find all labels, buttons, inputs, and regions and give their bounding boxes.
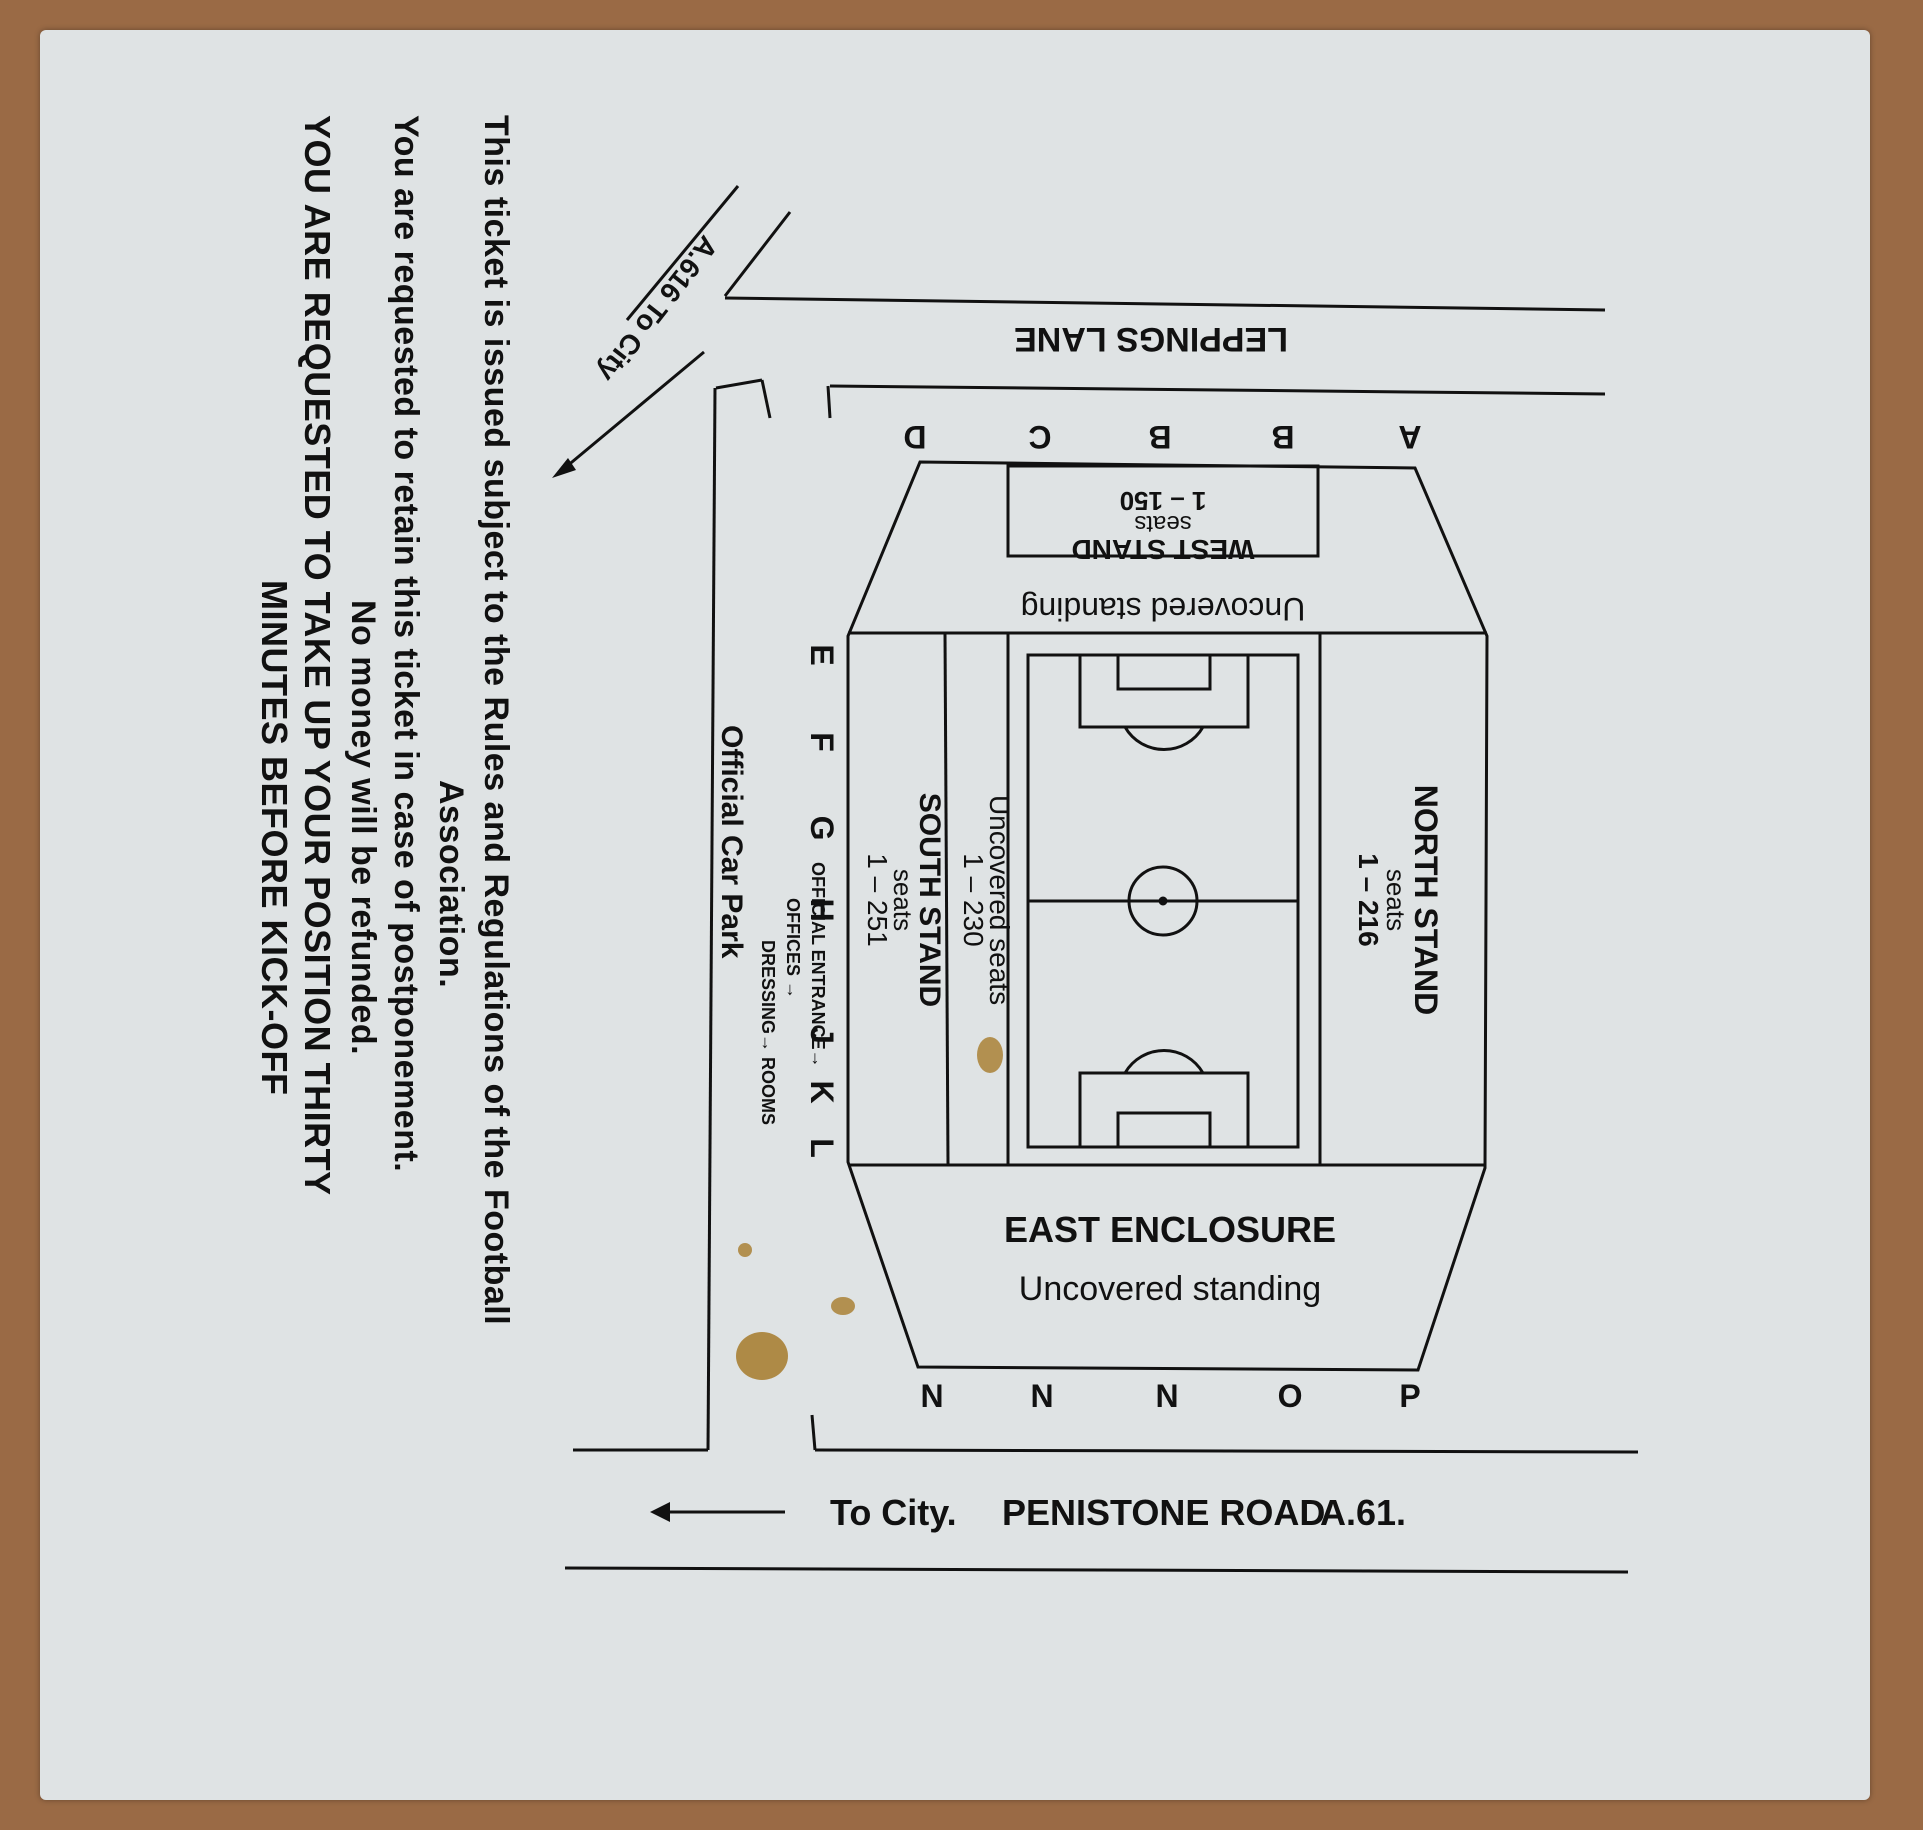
gate-letter-east: N xyxy=(1155,1378,1178,1414)
south-stand-name: SOUTH STAND xyxy=(913,793,946,1007)
gate-letter-east: O xyxy=(1278,1378,1303,1414)
north-stand-seat-range: 1 – 216 xyxy=(1353,853,1384,946)
south-uncovered-name: Uncovered seats xyxy=(984,795,1015,1005)
gate-letter-east: N xyxy=(1030,1378,1053,1414)
a616-arrow-head xyxy=(552,458,576,478)
access-road-edge xyxy=(810,1414,817,1451)
leppings-lane-road-edge xyxy=(724,296,1606,312)
dressing-rooms-label: DRESSING→ ROOMS xyxy=(758,940,778,1125)
stain xyxy=(831,1297,855,1315)
leppings-lane-road-edge xyxy=(829,384,1606,396)
a616-road-edge xyxy=(723,211,792,297)
a61-label: A.61. xyxy=(1320,1492,1406,1533)
west-stand-name: WEST STAND xyxy=(1071,534,1254,565)
centre-spot xyxy=(1158,896,1168,906)
gate-letter-south: H xyxy=(804,898,840,921)
penistone-arrow-head xyxy=(650,1502,670,1522)
gate-letter-south: K xyxy=(804,1080,840,1103)
gate-letter-south: F xyxy=(804,732,840,752)
penistone-road-label: PENISTONE ROAD xyxy=(1002,1492,1325,1533)
conditions-line-6: MINUTES BEFORE KICK-OFF xyxy=(254,580,295,1095)
penalty-arc xyxy=(1123,726,1205,751)
a616-label: A.616 To City xyxy=(591,230,724,388)
centre-circle xyxy=(1127,865,1199,937)
conditions-line-1: This ticket is issued subject to the Rul… xyxy=(477,115,515,1325)
leppings-lane-label: LEPPINGS LANE xyxy=(1014,320,1288,358)
stain xyxy=(736,1332,788,1380)
gate-letter-east: P xyxy=(1399,1378,1420,1414)
car-park-label: Official Car Park xyxy=(715,725,748,959)
a616-arrow xyxy=(559,350,705,474)
official-entrance-label: OFFICIAL ENTRANCE→ xyxy=(808,862,828,1068)
gate-letter-west: C xyxy=(1028,419,1051,455)
stadium-outline xyxy=(846,460,1489,1372)
conditions-line-3: You are requested to retain this ticket … xyxy=(387,115,425,1172)
west-stand-box xyxy=(1006,464,1320,558)
north-stand-name: NORTH STAND xyxy=(1408,785,1444,1016)
access-road-edge xyxy=(826,385,832,419)
gate-letter-south: G xyxy=(804,816,840,841)
west-terrace-label: Uncovered standing xyxy=(1021,591,1306,627)
east-enclosure-name: EAST ENCLOSURE xyxy=(1004,1209,1336,1250)
conditions-line-5: YOU ARE REQUESTED TO TAKE UP YOUR POSITI… xyxy=(297,115,338,1196)
conditions-line-4: No money will be refunded. xyxy=(344,600,382,1055)
penistone-road-edge xyxy=(564,1566,1629,1574)
offices-label: OFFICES → xyxy=(783,898,803,999)
penalty-box xyxy=(1078,653,1250,729)
to-city-label: To City. xyxy=(830,1492,957,1533)
south-stand-seats-label: seats xyxy=(888,869,918,931)
goal-box xyxy=(1116,1111,1212,1149)
gate-letter-south: L xyxy=(804,1138,840,1158)
access-road-edge xyxy=(706,387,717,1451)
access-road-edge xyxy=(760,379,772,419)
south-stand-seat-range: 1 – 251 xyxy=(862,853,893,946)
gate-letter-west: D xyxy=(903,419,926,455)
stain xyxy=(977,1037,1003,1073)
ticket xyxy=(40,30,1870,1800)
gate-letter-west: B xyxy=(1271,419,1294,455)
west-stand-seat-range: 1 – 150 xyxy=(1120,486,1207,516)
gate-letter-west: A xyxy=(1398,419,1421,455)
goal-box xyxy=(1116,653,1212,691)
west-stand-seats-label: seats xyxy=(1134,510,1191,537)
gate-letter-west: B xyxy=(1148,419,1171,455)
penistone-road-edge xyxy=(814,1448,1639,1454)
penalty-arc xyxy=(1123,1049,1205,1074)
stain xyxy=(738,1243,752,1257)
gate-letter-south: J xyxy=(804,1026,840,1044)
north-stand-seats-label: seats xyxy=(1381,869,1411,931)
access-road-edge xyxy=(715,378,763,390)
south-uncovered-seat-range: 1 – 230 xyxy=(958,853,989,946)
conditions-line-2: Association. xyxy=(432,780,470,988)
a616-road-edge xyxy=(625,185,740,321)
gate-letter-east: N xyxy=(920,1378,943,1414)
gate-letter-south: E xyxy=(804,644,840,665)
south-stand-divider xyxy=(943,632,950,1166)
east-terrace-label: Uncovered standing xyxy=(1019,1270,1321,1308)
penalty-box xyxy=(1078,1071,1250,1149)
